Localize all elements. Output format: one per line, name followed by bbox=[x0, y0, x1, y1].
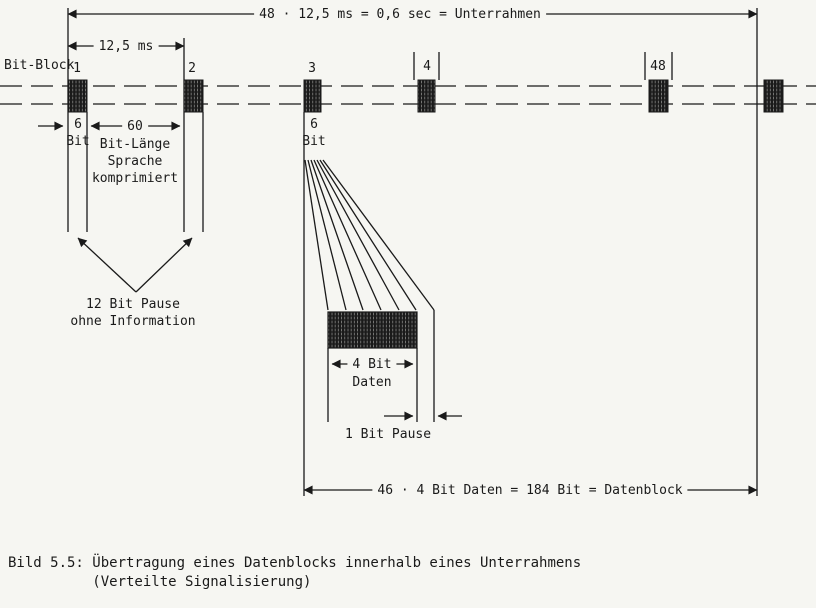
detail-boundary-lines bbox=[327, 310, 435, 422]
bit-block-next bbox=[763, 79, 784, 113]
block-number-4: 4 bbox=[423, 59, 431, 74]
speech-length-line3: komprimiert bbox=[91, 171, 179, 186]
pause-label-line1: 12 Bit Pause bbox=[86, 297, 180, 312]
magnified-data-block bbox=[327, 311, 418, 349]
speech-length-line2: Sprache bbox=[107, 154, 163, 169]
bit-block-1 bbox=[67, 79, 88, 113]
block1-width-unit: Bit bbox=[66, 134, 90, 149]
block-number-48: 48 bbox=[650, 59, 666, 74]
figure-caption-line1: Bild 5.5: Übertragung eines Datenblocks … bbox=[8, 555, 582, 571]
figure-caption: Bild 5.5: Übertragung eines Datenblocks … bbox=[8, 554, 581, 592]
pause-label-line2: ohne Information bbox=[70, 314, 196, 329]
figure-caption-line2: (Verteilte Signalisierung) bbox=[92, 574, 312, 590]
block3-width-unit: Bit bbox=[302, 134, 326, 149]
period-dimension-label: 12,5 ms bbox=[93, 38, 159, 55]
reference-lines bbox=[67, 8, 758, 496]
bit-block-label: Bit-Block bbox=[4, 58, 75, 73]
bit-block-4 bbox=[417, 79, 436, 113]
one-bit-pause-label: 1 Bit Pause bbox=[344, 427, 432, 442]
transmission-channel-dashed-lines bbox=[0, 85, 816, 105]
pause-pointer-chevron bbox=[77, 237, 193, 293]
bit-blocks bbox=[67, 79, 784, 113]
four-bit-dimension-label: 4 Bit bbox=[347, 356, 397, 373]
bit-block-48 bbox=[648, 79, 669, 113]
datablock-dimension-label: 46 · 4 Bit Daten = 184 Bit = Datenblock bbox=[372, 482, 688, 499]
block-number-2: 2 bbox=[188, 61, 196, 76]
daten-label: Daten bbox=[352, 375, 392, 390]
speech-length-line1: Bit-Länge bbox=[99, 137, 171, 152]
block1-width-value: 6 bbox=[74, 117, 82, 132]
block-number-1: 1 bbox=[73, 61, 81, 76]
block-number-3: 3 bbox=[308, 61, 316, 76]
speech-length-value: 60 bbox=[122, 118, 148, 135]
bit-block-2 bbox=[183, 79, 204, 113]
subframe-dimension-label: 48 · 12,5 ms = 0,6 sec = Unterrahmen bbox=[254, 6, 546, 23]
block3-width-value: 6 bbox=[310, 117, 318, 132]
magnification-fan-lines bbox=[304, 159, 435, 311]
bit-block-3 bbox=[303, 79, 322, 113]
